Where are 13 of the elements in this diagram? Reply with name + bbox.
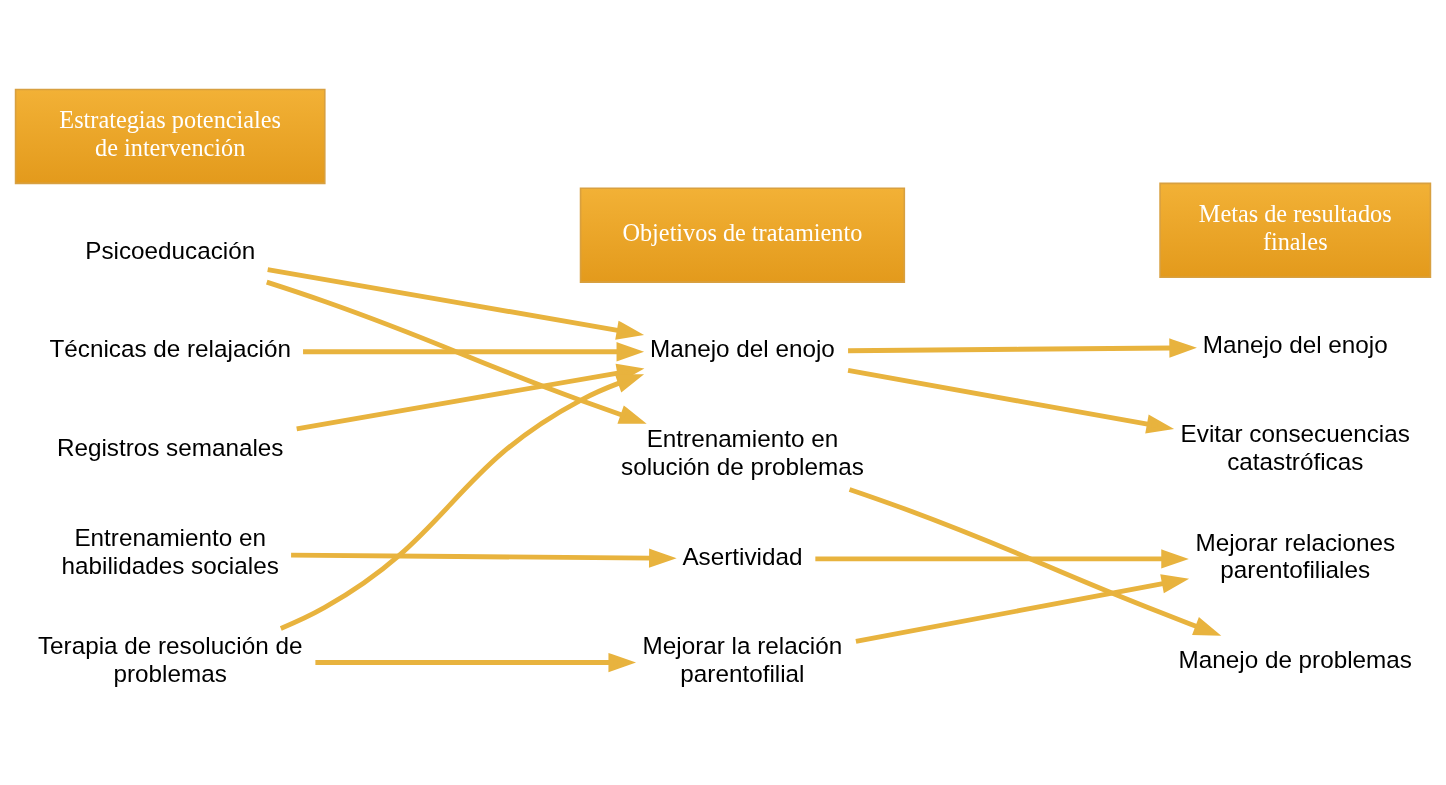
node-text: Técnicas de relajación	[49, 334, 291, 362]
node-text: Mejorar la relación parentofilial	[642, 631, 843, 687]
node-text: Manejo de problemas	[1178, 645, 1412, 673]
node-text: Mejorar relaciones parentofiliales	[1195, 528, 1396, 583]
node-text: Manejo del enojo	[1202, 330, 1388, 358]
node-text: Entrenamiento en habilidades sociales	[61, 523, 279, 578]
node-text: Terapia de resolución de problemas	[37, 631, 303, 687]
node-text: Manejo del enojo	[650, 334, 835, 362]
node-text: Entrenamiento en solución de problemas	[621, 424, 864, 480]
node-text: Psicoeducación	[85, 236, 256, 264]
node-text: Registros semanales	[56, 433, 284, 461]
node-text: Asertividad	[682, 542, 803, 570]
node-text: Evitar consecuencias catastróficas	[1180, 419, 1410, 475]
